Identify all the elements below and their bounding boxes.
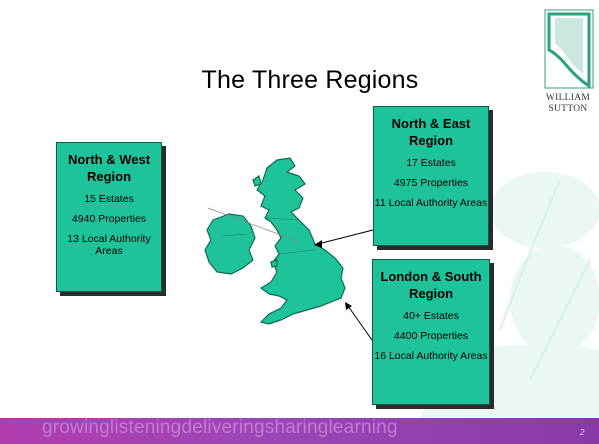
region-box-london-south: London & South Region 40+ Estates 4400 P… bbox=[372, 259, 490, 405]
region-estates: 40+ Estates bbox=[403, 310, 459, 322]
page-number: 2 bbox=[580, 428, 585, 437]
region-estates: 17 Estates bbox=[406, 157, 456, 169]
uk-ireland-map bbox=[204, 157, 346, 325]
william-sutton-shield-icon bbox=[544, 9, 594, 89]
region-name: North & West Region bbox=[67, 152, 151, 184]
slide-title: The Three Regions bbox=[201, 66, 419, 94]
region-properties: 4975 Properties bbox=[393, 177, 469, 189]
logo-line-2: SUTTON bbox=[548, 104, 588, 114]
region-name: London & South Region bbox=[380, 269, 482, 301]
region-properties: 4400 Properties bbox=[393, 330, 469, 342]
logo-wordmark: WILLIAM SUTTON bbox=[537, 93, 599, 115]
region-box-north-west: North & West Region 15 Estates 4940 Prop… bbox=[56, 142, 162, 292]
region-estates: 15 Estates bbox=[84, 193, 134, 205]
region-box-north-east: North & East Region 17 Estates 4975 Prop… bbox=[373, 106, 489, 246]
footer-band bbox=[0, 418, 599, 444]
region-properties: 4940 Properties bbox=[71, 213, 147, 225]
region-name: North & East Region bbox=[391, 116, 471, 148]
footer-tagline: growinglisteningdeliveringsharinglearnin… bbox=[42, 417, 398, 438]
region-authorities: 16 Local Authority Areas bbox=[374, 350, 488, 362]
region-authorities: 13 Local Authority Areas bbox=[67, 233, 151, 257]
region-authorities: 11 Local Authority Areas bbox=[374, 197, 488, 209]
logo-line-1: WILLIAM bbox=[545, 93, 591, 103]
